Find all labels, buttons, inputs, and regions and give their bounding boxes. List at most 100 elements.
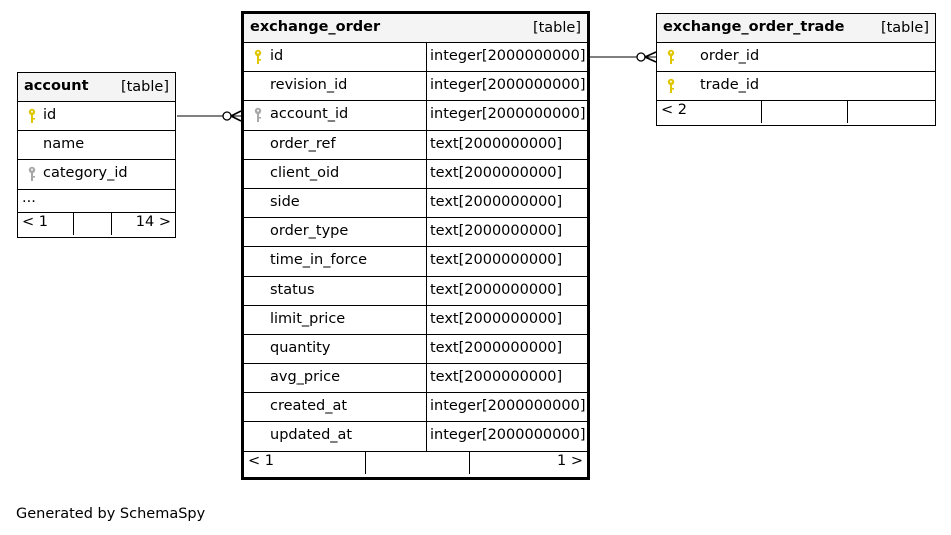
account-table-footer: < 1 14 > [18, 212, 175, 235]
column-divider [426, 363, 427, 394]
more-columns-text: ... [22, 189, 36, 206]
column-row[interactable]: order_ref text[2000000000] [244, 129, 587, 160]
column-row[interactable]: created_at integer[2000000000] [244, 392, 587, 423]
column-name: name [43, 136, 85, 153]
column-divider [426, 392, 427, 423]
children-count: 14 > [135, 213, 171, 230]
column-divider [426, 129, 427, 160]
footer-divider [469, 451, 470, 474]
column-type: integer[2000000000] [430, 77, 586, 94]
column-name: client_oid [270, 164, 340, 181]
column-name: updated_at [270, 427, 353, 444]
column-type: text[2000000000] [430, 223, 563, 240]
column-type: integer[2000000000] [430, 427, 586, 444]
account-table-header: account [table] [18, 73, 175, 102]
generated-by-label: Generated by SchemaSpy [16, 506, 206, 522]
primary-key-icon [666, 49, 676, 65]
column-divider [426, 304, 427, 335]
table-kind: [table] [880, 20, 929, 36]
column-type: text[2000000000] [430, 193, 563, 210]
exchange-order-table-footer: < 1 1 > [244, 451, 587, 474]
exchange-order-table-header: exchange_order [table] [244, 14, 587, 43]
table-name: exchange_order [250, 19, 381, 35]
footer-divider [761, 101, 762, 124]
footer-divider [73, 212, 74, 235]
table-name: exchange_order_trade [663, 19, 845, 35]
column-name: order_ref [270, 135, 336, 152]
children-count: 1 > [557, 452, 583, 469]
relationship-trade-zero-marker [636, 52, 646, 62]
column-name: account_id [270, 106, 349, 123]
column-row[interactable]: updated_at integer[2000000000] [244, 421, 587, 452]
column-row[interactable]: category_id [18, 160, 175, 190]
table-name: account [24, 78, 89, 94]
column-type: integer[2000000000] [430, 106, 586, 123]
relationship-account-crowfoot [230, 110, 242, 122]
column-divider [426, 421, 427, 452]
column-row[interactable]: side text[2000000000] [244, 187, 587, 219]
parents-count: < 1 [248, 452, 274, 469]
account-table[interactable]: account [table] id name category_id ... < … [17, 72, 176, 238]
column-divider [426, 275, 427, 306]
column-name: trade_id [700, 77, 760, 94]
parents-count: < 2 [661, 102, 687, 119]
exchange-order-trade-table-footer: < 2 [657, 101, 935, 124]
column-name: side [270, 193, 300, 210]
column-row[interactable]: id [18, 102, 175, 132]
column-row[interactable]: order_id [657, 43, 935, 73]
column-row[interactable]: id integer[2000000000] [244, 42, 587, 73]
column-name: status [270, 281, 315, 298]
column-type: text[2000000000] [430, 369, 563, 386]
column-type: text[2000000000] [430, 281, 563, 298]
parents-count: < 1 [22, 213, 48, 230]
column-name: revision_id [270, 77, 348, 94]
column-row[interactable]: order_type text[2000000000] [244, 217, 587, 248]
column-row[interactable]: account_id integer[2000000000] [244, 100, 587, 131]
foreign-key-icon [253, 107, 263, 123]
footer-divider [111, 212, 112, 235]
column-name: id [270, 48, 284, 64]
column-name: order_id [700, 48, 760, 64]
column-divider [426, 246, 427, 277]
column-row[interactable]: name [18, 131, 175, 161]
relationship-trade-crowfoot [644, 51, 657, 63]
column-name: id [43, 107, 57, 123]
column-type: integer[2000000000] [430, 48, 586, 64]
column-name: order_type [270, 223, 349, 240]
exchange-order-trade-table-header: exchange_order_trade [table] [657, 14, 935, 43]
column-type: text[2000000000] [430, 339, 563, 356]
more-columns-indicator: ... [18, 190, 175, 213]
column-divider [426, 100, 427, 131]
column-type: text[2000000000] [430, 252, 563, 269]
primary-key-icon [27, 108, 37, 124]
column-row[interactable]: status text[2000000000] [244, 275, 587, 306]
foreign-key-icon [27, 166, 37, 182]
column-row[interactable]: trade_id [657, 72, 935, 102]
footer-divider [847, 101, 848, 124]
column-divider [426, 333, 427, 365]
column-name: time_in_force [270, 252, 367, 269]
exchange-order-table[interactable]: exchange_order [table] id integer[2000000… [241, 11, 590, 480]
column-divider [426, 42, 427, 73]
column-row[interactable]: revision_id integer[2000000000] [244, 71, 587, 102]
column-name: category_id [43, 165, 128, 182]
column-name: avg_price [270, 369, 341, 386]
column-row[interactable]: avg_price text[2000000000] [244, 363, 587, 394]
column-row[interactable]: time_in_force text[2000000000] [244, 246, 587, 277]
footer-divider [365, 451, 366, 474]
primary-key-icon [666, 78, 676, 94]
column-divider [426, 71, 427, 102]
column-type: integer[2000000000] [430, 398, 586, 415]
column-name: created_at [270, 398, 348, 415]
table-kind: [table] [120, 79, 169, 95]
column-type: text[2000000000] [430, 135, 563, 152]
table-kind: [table] [532, 20, 581, 36]
column-type: text[2000000000] [430, 310, 563, 327]
column-divider [426, 158, 427, 189]
column-divider [426, 217, 427, 248]
